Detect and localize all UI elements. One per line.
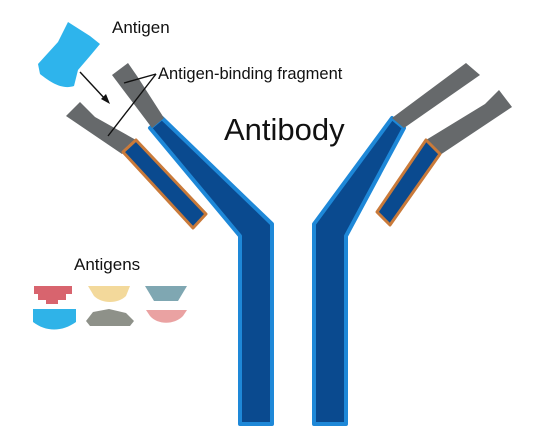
antigen-swatch-beige xyxy=(88,286,130,302)
antigens-legend-title: Antigens xyxy=(74,255,141,274)
antibody-title: Antibody xyxy=(224,112,345,147)
left-heavy-variable-region xyxy=(112,63,164,128)
antigen-binding-fragment-label: Antigen-binding fragment xyxy=(158,65,343,83)
antigen-pointer-line xyxy=(79,71,107,101)
fragment-pointer-line-upper xyxy=(123,73,157,84)
bound-antigen xyxy=(38,22,100,88)
left-light-chain-constant-region xyxy=(121,138,208,230)
right-heavy-variable-region xyxy=(392,63,480,128)
antigen-swatch-pink xyxy=(146,310,187,323)
antigen-swatch-slate xyxy=(145,286,187,301)
antigen-pointer-arrowhead xyxy=(101,94,110,104)
antigen-swatch-gray xyxy=(86,309,134,326)
antigen-swatch-red xyxy=(34,286,72,304)
left-heavy-chain xyxy=(148,116,274,426)
fragment-pointer-line-lower xyxy=(107,73,157,137)
antigen-swatch-blue xyxy=(33,309,76,330)
right-heavy-chain xyxy=(312,116,406,426)
right-light-chain-constant-region xyxy=(375,138,442,227)
right-light-chain-variable-region xyxy=(426,90,512,155)
left-light-chain-variable-region xyxy=(66,102,136,154)
antigen-label: Antigen xyxy=(112,18,170,37)
